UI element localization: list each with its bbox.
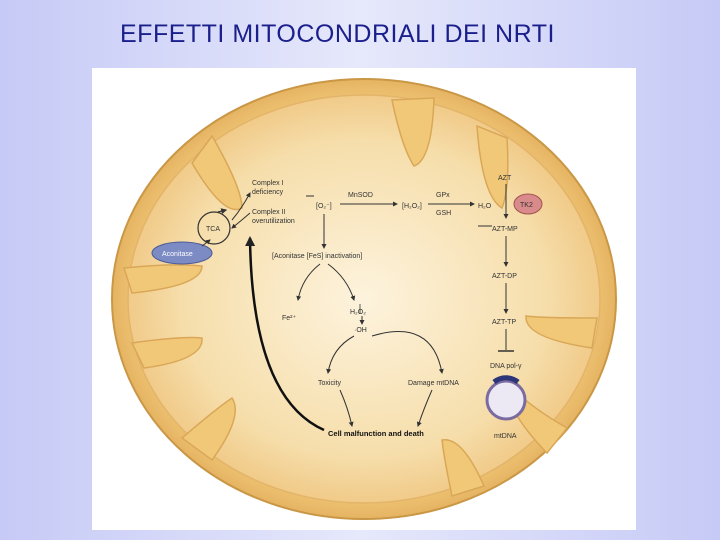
deficiency-label: deficiency	[252, 189, 284, 196]
cell-death-label: Cell malfunction and death	[328, 429, 424, 438]
damage-mtdna-label: Damage mtDNA	[408, 380, 459, 387]
toxicity-label: Toxicity	[318, 380, 341, 387]
mitochondria-figure: Complex I deficiency Complex II overutil…	[92, 68, 636, 530]
h2o-label: H₂O	[478, 203, 492, 210]
aconitase-inactivation-label: [Aconitase [FeS] inactivation]	[272, 253, 362, 260]
superoxide-label: [O₂⁻]	[316, 203, 332, 210]
azt-dp-label: AZT-DP	[492, 273, 517, 280]
slide-title: EFFETTI MITOCONDRIALI DEI NRTI	[120, 20, 555, 48]
h2o2-bracket-label: [H₂O₂]	[402, 203, 422, 210]
mtdna-plasmid	[485, 379, 527, 421]
dna-pol-label: DNA pol-γ	[490, 363, 522, 370]
gsh-label: GSH	[436, 210, 451, 217]
gpx-label: GPx	[436, 192, 450, 199]
tk2-label: TK2	[520, 202, 533, 209]
mnsod-label: MnSOD	[348, 192, 373, 199]
tca-cycle	[197, 211, 231, 245]
fe2-label: Fe²⁺	[282, 315, 297, 322]
cristae	[123, 97, 598, 497]
tk2-node	[513, 193, 543, 215]
aconitase-label: Aconitase	[162, 251, 193, 258]
azt-label: AZT	[498, 175, 512, 182]
h2o2-label: H₂O₂	[350, 309, 366, 316]
oh-label: ·OH	[354, 327, 367, 334]
complex-ii-label: Complex II	[252, 209, 286, 216]
overutilization-label: overutilization	[252, 218, 295, 225]
azt-mp-label: AZT-MP	[492, 226, 518, 233]
azt-tp-label: AZT-TP	[492, 319, 516, 326]
tca-label: TCA	[206, 226, 220, 233]
aconitase-node	[151, 241, 213, 265]
mtdna-label: mtDNA	[494, 433, 517, 440]
feedback-arrow	[245, 236, 325, 432]
complex-i-label: Complex I	[252, 180, 284, 187]
